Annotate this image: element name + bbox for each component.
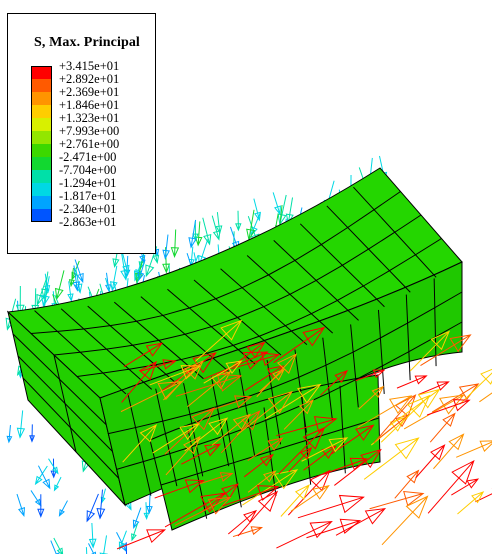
legend-swatch — [31, 144, 52, 157]
legend-swatch — [31, 170, 52, 183]
legend-title: S, Max. Principal — [34, 35, 140, 50]
legend-value: +7.993e+00 — [59, 124, 120, 138]
legend-swatch — [31, 66, 52, 79]
legend-value: -7.704e+00 — [59, 163, 117, 177]
deformed-mesh — [6, 167, 463, 531]
legend-value: -1.817e+01 — [59, 189, 117, 203]
tensile-stress-arrows — [116, 319, 492, 550]
legend-value: +1.846e+01 — [59, 98, 120, 112]
legend-swatch — [31, 131, 52, 144]
legend-value: +2.369e+01 — [59, 85, 120, 99]
legend-swatch — [31, 105, 52, 118]
legend-swatch — [31, 92, 52, 105]
legend-swatch — [31, 183, 52, 196]
legend-color-bar — [31, 66, 52, 222]
legend-value: +2.892e+01 — [59, 72, 120, 86]
stress-legend: S, Max. Principal +3.415e+01+2.892e+01+2… — [7, 13, 156, 254]
legend-value: +3.415e+01 — [59, 59, 120, 73]
legend-swatch — [31, 157, 52, 170]
legend-value: +1.323e+01 — [59, 111, 120, 125]
legend-swatch — [31, 196, 52, 209]
legend-swatch — [31, 209, 52, 222]
legend-value: +2.761e+00 — [59, 137, 120, 151]
legend-value: -2.471e+00 — [59, 150, 117, 164]
legend-value: -2.863e+01 — [59, 215, 117, 229]
legend-value: -2.340e+01 — [59, 202, 117, 216]
legend-labels: +3.415e+01+2.892e+01+2.369e+01+1.846e+01… — [59, 60, 119, 229]
legend-swatch — [31, 118, 52, 131]
legend-swatch — [31, 79, 52, 92]
legend-value: -1.294e+01 — [59, 176, 117, 190]
